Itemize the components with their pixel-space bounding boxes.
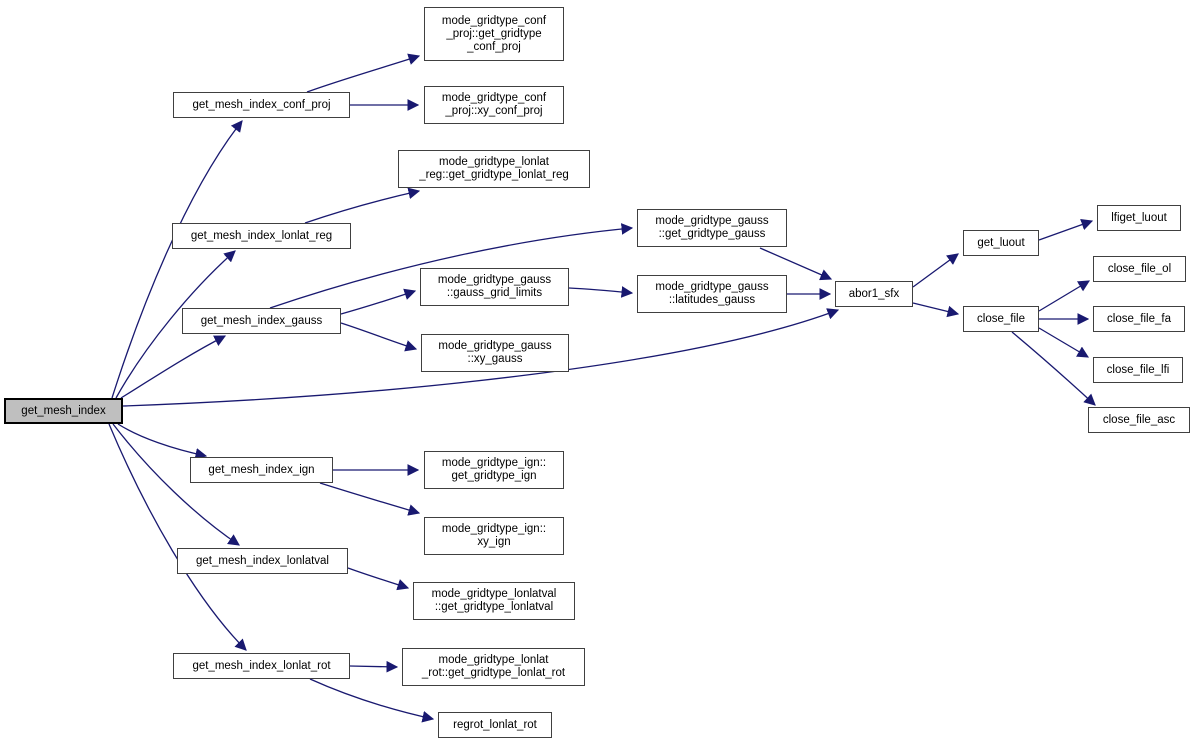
edge-get_mesh_index_gauss-to-mode_gridtype_gauss_xy_gauss — [340, 322, 418, 352]
edge-get_mesh_index_lonlat_reg-to-mode_gridtype_lonlat_reg_get_gridtype_lonlat_reg — [304, 187, 421, 224]
graph-node-label: ::latitudes_gauss — [668, 294, 756, 306]
graph-node-abor1_sfx[interactable]: abor1_sfx — [835, 281, 913, 307]
edge-get_luout-to-lfiget_luout — [1038, 219, 1094, 241]
graph-node-get_luout[interactable]: get_luout — [963, 230, 1039, 256]
edge-get_mesh_index_ign-to-mode_gridtype_ign_xy_ign — [319, 482, 421, 516]
graph-node-close_file[interactable]: close_file — [963, 306, 1039, 332]
graph-node-get_mesh_index_lonlatval[interactable]: get_mesh_index_lonlatval — [177, 548, 348, 574]
graph-node-mode_gridtype_gauss_xy_gauss[interactable]: mode_gridtype_gauss::xy_gauss — [421, 334, 569, 372]
graph-node-label: mode_gridtype_gauss — [438, 340, 552, 352]
graph-node-mode_gridtype_gauss_latitudes_gauss[interactable]: mode_gridtype_gauss::latitudes_gauss — [637, 275, 787, 313]
graph-node-close_file_ol[interactable]: close_file_ol — [1093, 256, 1186, 282]
graph-node-label: get_gridtype_ign — [451, 470, 537, 482]
graph-node-mode_gridtype_conf_proj_xy_conf_proj[interactable]: mode_gridtype_conf_proj::xy_conf_proj — [424, 86, 564, 124]
edge-get_mesh_index-to-get_mesh_index_lonlat_reg — [115, 250, 236, 399]
graph-node-mode_gridtype_gauss_get_gridtype_gauss[interactable]: mode_gridtype_gauss::get_gridtype_gauss — [637, 209, 787, 247]
graph-node-get_mesh_index_lonlat_reg[interactable]: get_mesh_index_lonlat_reg — [172, 223, 351, 249]
graph-node-label: mode_gridtype_ign:: — [441, 457, 547, 469]
edge-get_mesh_index_gauss-to-mode_gridtype_gauss_gauss_grid_limits — [340, 288, 417, 315]
graph-node-regrot_lonlat_rot[interactable]: regrot_lonlat_rot — [438, 712, 552, 738]
edge-abor1_sfx-to-close_file — [912, 302, 960, 318]
graph-node-label: get_mesh_index_lonlatval — [196, 554, 329, 567]
edge-get_mesh_index_gauss-to-mode_gridtype_gauss_get_gridtype_gauss — [269, 223, 634, 309]
graph-node-label: _conf_proj — [467, 40, 521, 53]
graph-node-close_file_lfi[interactable]: close_file_lfi — [1093, 357, 1183, 383]
graph-node-get_mesh_index[interactable]: get_mesh_index — [4, 398, 123, 424]
graph-node-label: mode_gridtype_ign:: — [441, 523, 547, 535]
edge-get_mesh_index-to-get_mesh_index_lonlatval — [112, 423, 240, 546]
graph-node-label: get_luout — [977, 236, 1025, 249]
edge-close_file-to-close_file_ol — [1038, 280, 1091, 312]
graph-node-label: get_mesh_index_conf_proj — [192, 98, 331, 111]
graph-node-label: ::get_gridtype_lonlatval — [434, 601, 554, 613]
graph-node-label: get_mesh_index_ign — [208, 463, 315, 476]
graph-node-lfiget_luout[interactable]: lfiget_luout — [1097, 205, 1181, 231]
edge-get_mesh_index-to-get_mesh_index_conf_proj — [111, 120, 243, 399]
graph-node-label: ::get_gridtype_gauss — [658, 228, 766, 240]
graph-node-mode_gridtype_ign_xy_ign[interactable]: mode_gridtype_ign::xy_ign — [424, 517, 564, 555]
graph-node-label: ::gauss_grid_limits — [446, 287, 543, 299]
graph-node-label: mode_gridtype_gauss — [655, 215, 769, 227]
edge-close_file-to-close_file_lfi — [1038, 327, 1090, 358]
graph-node-label: mode_gridtype_lonlat — [438, 654, 549, 666]
edge-get_mesh_index_conf_proj-to-mode_gridtype_conf_proj_get_gridtype_conf_proj — [306, 53, 421, 93]
graph-node-close_file_asc[interactable]: close_file_asc — [1088, 407, 1190, 433]
graph-node-label: get_mesh_index_gauss — [200, 314, 323, 327]
graph-node-label: xy_ign — [477, 536, 511, 548]
graph-node-label: mode_gridtype_conf — [441, 92, 547, 104]
edge-mode_gridtype_gauss_gauss_grid_limits-to-mode_gridtype_gauss_latitudes_gauss — [568, 286, 634, 298]
graph-node-label: close_file — [977, 312, 1025, 325]
graph-node-get_mesh_index_ign[interactable]: get_mesh_index_ign — [190, 457, 333, 483]
graph-node-label: _proj::xy_conf_proj — [445, 105, 543, 117]
graph-node-label: get_mesh_index_lonlat_reg — [190, 229, 333, 242]
graph-node-get_mesh_index_conf_proj[interactable]: get_mesh_index_conf_proj — [173, 92, 350, 118]
edge-get_mesh_index-to-get_mesh_index_ign — [117, 423, 208, 460]
graph-node-mode_gridtype_lonlatval_get_gridtype_lonlatval[interactable]: mode_gridtype_lonlatval::get_gridtype_lo… — [413, 582, 575, 620]
graph-node-label: mode_gridtype_lonlat — [439, 156, 549, 168]
edge-abor1_sfx-to-get_luout — [912, 253, 959, 288]
graph-node-label: close_file_fa — [1107, 312, 1171, 325]
graph-node-label: _proj::get_gridtype — [446, 27, 542, 40]
edge-get_mesh_index-to-abor1_sfx — [122, 308, 840, 407]
graph-node-label: get_mesh_index — [21, 404, 106, 417]
graph-node-mode_gridtype_conf_proj_get_gridtype_conf_proj[interactable]: mode_gridtype_conf_proj::get_gridtype_co… — [424, 7, 564, 61]
graph-node-mode_gridtype_lonlat_reg_get_gridtype_lonlat_reg[interactable]: mode_gridtype_lonlat_reg::get_gridtype_l… — [398, 150, 590, 188]
edge-get_mesh_index-to-get_mesh_index_gauss — [120, 335, 227, 399]
graph-node-label: close_file_lfi — [1106, 363, 1170, 376]
graph-node-label: mode_gridtype_conf — [441, 14, 547, 27]
graph-node-get_mesh_index_lonlat_rot[interactable]: get_mesh_index_lonlat_rot — [173, 653, 350, 679]
graph-node-label: close_file_ol — [1107, 262, 1172, 275]
graph-node-label: ::xy_gauss — [467, 353, 523, 365]
graph-node-label: close_file_asc — [1102, 413, 1176, 426]
edge-get_mesh_index_lonlatval-to-mode_gridtype_lonlatval_get_gridtype_lonlatval — [347, 567, 410, 591]
edge-get_mesh_index_lonlat_rot-to-regrot_lonlat_rot — [309, 678, 435, 723]
graph-node-mode_gridtype_lonlat_rot_get_gridtype_lonlat_rot[interactable]: mode_gridtype_lonlat_rot::get_gridtype_l… — [402, 648, 585, 686]
edge-mode_gridtype_gauss_get_gridtype_gauss-to-abor1_sfx — [759, 247, 833, 281]
graph-node-label: regrot_lonlat_rot — [453, 718, 537, 731]
graph-node-label: lfiget_luout — [1111, 211, 1167, 224]
graph-node-label: _rot::get_gridtype_lonlat_rot — [421, 667, 566, 679]
graph-node-get_mesh_index_gauss[interactable]: get_mesh_index_gauss — [182, 308, 341, 334]
graph-node-label: abor1_sfx — [848, 287, 900, 300]
graph-node-label: mode_gridtype_lonlatval — [431, 588, 557, 600]
edge-get_mesh_index-to-get_mesh_index_lonlat_rot — [108, 423, 247, 651]
graph-node-close_file_fa[interactable]: close_file_fa — [1093, 306, 1185, 332]
graph-node-label: mode_gridtype_gauss — [655, 281, 769, 293]
graph-node-label: get_mesh_index_lonlat_rot — [192, 659, 331, 672]
edge-get_mesh_index_lonlat_rot-to-mode_gridtype_lonlat_rot_get_gridtype_lonlat_rot — [349, 660, 399, 673]
graph-node-mode_gridtype_gauss_gauss_grid_limits[interactable]: mode_gridtype_gauss::gauss_grid_limits — [420, 268, 569, 306]
graph-node-label: mode_gridtype_gauss — [437, 274, 552, 286]
graph-node-label: _reg::get_gridtype_lonlat_reg — [419, 169, 569, 181]
graph-node-mode_gridtype_ign_get_gridtype_ign[interactable]: mode_gridtype_ign::get_gridtype_ign — [424, 451, 564, 489]
edge-close_file-to-close_file_asc — [1011, 331, 1096, 406]
